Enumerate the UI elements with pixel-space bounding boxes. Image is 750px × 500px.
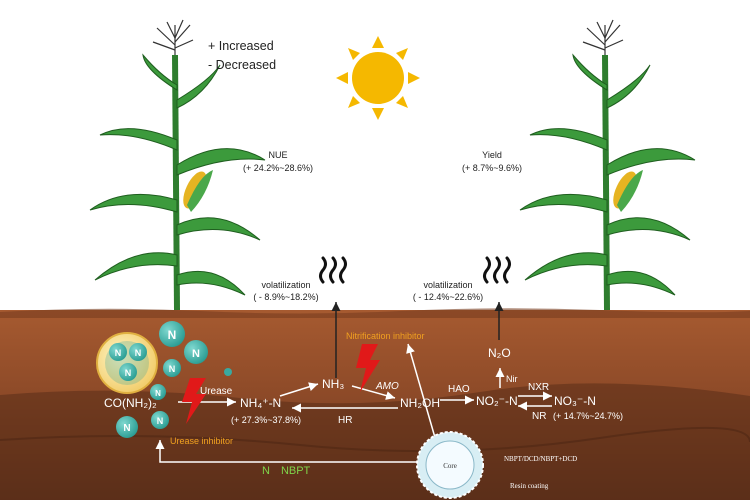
nir-label: Nir [506,374,518,384]
amo-label: AMO [375,381,399,392]
urease-inhibitor-label: Urease inhibitor [170,436,233,446]
fume-icon [483,256,511,284]
fertilizer-granule [96,332,158,394]
ammonium-to-ammonia-arrow [279,382,319,397]
legend: + Increased - Decreased [208,39,276,72]
hydroxylamine-label: NH₂OH [400,396,440,410]
inhibitor-line-label: N NBPT [262,465,311,477]
flow-arrows [155,302,552,463]
coating-to-nitrification-arrow [406,343,439,449]
nitrification-inhibitor-bolt-icon [356,344,380,392]
n-ball-icon: N [129,343,147,361]
svg-text:N: N [135,348,142,358]
urease-inhibitor-bolt-icon [182,378,206,424]
svg-text:N: N [125,368,132,378]
svg-text:N: N [123,423,130,434]
urease-label: Urease [200,386,233,397]
nr-label: NR [532,411,546,422]
volatilization-left-label: volatilization [261,280,310,290]
volatilization-left-range: ( - 8.9%~18.2%) [253,292,318,302]
svg-text:N: N [155,389,161,398]
n-ball-icon: N [159,321,185,347]
corn-cob-icon [183,170,213,212]
coating-inhibitors-label: NBPT/DCD/NBPT+DCD [504,455,577,463]
yield-annotation: Yield (+ 8.7%~9.6%) [462,150,522,173]
nitrification-inhibitor-label: Nitrification inhibitor [346,331,425,341]
ammonia-to-hydroxylamine-arrow [351,385,396,400]
ammonium-label: NH₄⁺-N [240,396,281,410]
volatilization-right-label: volatilization [423,280,472,290]
n-ball-icon: N [150,384,166,400]
svg-text:N: N [168,328,177,342]
svg-text:N: N [115,348,122,358]
yield-label: Yield [482,150,502,160]
inhibitor-labels: Nitrification inhibitor Urease inhibitor… [170,331,425,477]
fume-icon [319,256,347,284]
n2o-label: N₂O [488,346,511,360]
n-ball-icon: N [163,359,181,377]
volatilization-right-range: ( - 12.4%~22.6%) [413,292,483,302]
sun-icon [336,36,420,120]
n-ball-small-icon [224,368,232,376]
volatilization-right: volatilization ( - 12.4%~22.6%) [413,256,511,302]
nxr-label: NXR [528,382,549,393]
n-ball-icon: N [109,343,127,361]
hao-label: HAO [448,384,470,395]
svg-text:N: N [169,364,176,374]
n-ball-icon: N [119,363,137,381]
legend-decreased: - Decreased [208,58,276,72]
volatilization-left: volatilization ( - 8.9%~18.2%) [253,256,347,302]
nitrate-range: (+ 14.7%~24.7%) [553,411,623,421]
coating-to-urease-arrow [155,440,420,463]
corn-cob-icon [613,170,643,212]
resin-coating-label: Resin coating [510,482,549,490]
maize-plant-left-icon [89,19,266,311]
tassel [152,19,194,55]
soil [0,308,750,500]
nue-range: (+ 24.2%~28.6%) [243,163,313,173]
n-ball-icon: N [151,411,169,429]
nue-annotation: NUE (+ 24.2%~28.6%) [243,150,313,173]
core-label: Core [443,462,457,470]
hr-label: HR [338,415,352,426]
ammonium-range: (+ 27.3%~37.8%) [231,415,301,425]
n-ball-icon: N [116,416,138,438]
maize-plant-right-icon [519,19,696,311]
svg-text:N: N [192,348,200,360]
yield-range: (+ 8.7%~9.6%) [462,163,522,173]
nue-label: NUE [268,150,287,160]
nitrogen-molecules: N N N N N N N N N [109,321,232,438]
urea-label: CO(NH₂)₂ [104,396,157,410]
legend-increased: + Increased [208,39,274,53]
svg-text:N: N [157,416,164,426]
tassel [582,19,624,55]
coated-fertilizer-capsule: Core NBPT/DCD/NBPT+DCD Resin coating [416,431,577,499]
nitrite-label: NO₂⁻-N [476,394,518,408]
process-labels: CO(NH₂)₂ Urease NH₄⁺-N (+ 27.3%~37.8%) N… [104,346,623,426]
nitrate-label: NO₃⁻-N [554,394,596,408]
ammonia-label: NH₃ [322,377,344,391]
n-ball-icon: N [184,340,208,364]
